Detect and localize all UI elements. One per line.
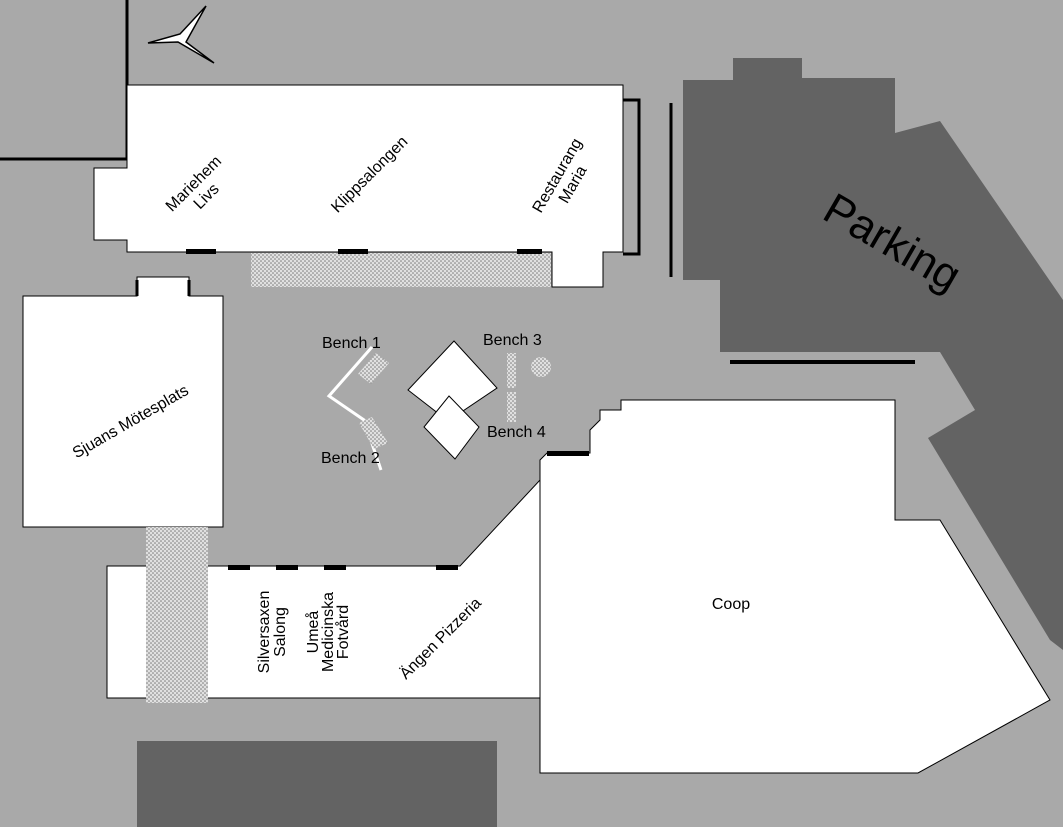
label-umea-line2: Medicinska [320, 592, 337, 672]
building-north-frame [623, 98, 641, 256]
walkway-west [146, 527, 208, 703]
entrance-mark [517, 249, 542, 254]
label-umea-line3: Fotvård [334, 605, 352, 659]
label-coop: Coop [712, 596, 750, 613]
label-bench-4: Bench 4 [487, 424, 546, 441]
label-umea-medicinska-fotvard: Umeå Medicinska Fotvård [304, 592, 352, 672]
plaza-square-small [423, 395, 480, 460]
building-coop [539, 399, 1051, 774]
building-sjuans [22, 276, 224, 528]
entrance-mark [276, 565, 298, 570]
entrance-mark [547, 451, 589, 456]
bench-3-icon [507, 353, 516, 388]
parking-lot-east [683, 58, 1063, 650]
parking-lot-south [137, 741, 497, 827]
bench-4-icon [507, 392, 516, 422]
label-umea-line1: Umeå [304, 611, 322, 654]
entrance-mark [186, 249, 216, 254]
north-arrow-icon [147, 5, 215, 64]
label-bench-2: Bench 2 [321, 450, 380, 467]
label-bench-3: Bench 3 [483, 332, 542, 349]
entrance-mark [338, 249, 368, 254]
building-north-strip [93, 84, 624, 288]
plaza-planter [531, 357, 551, 377]
label-silversaxen-line1: Silversaxen [256, 591, 273, 674]
walkway-north [251, 253, 551, 287]
label-silversaxen-line2: Salong [272, 607, 289, 657]
label-bench-1: Bench 1 [322, 335, 381, 352]
bench-1-icon [358, 353, 389, 384]
label-silversaxen-salong: Silversaxen Salong [256, 591, 289, 674]
entrance-mark [324, 565, 346, 570]
entrance-mark [228, 565, 250, 570]
bench-2-icon [359, 417, 388, 449]
entrance-mark [436, 565, 458, 570]
